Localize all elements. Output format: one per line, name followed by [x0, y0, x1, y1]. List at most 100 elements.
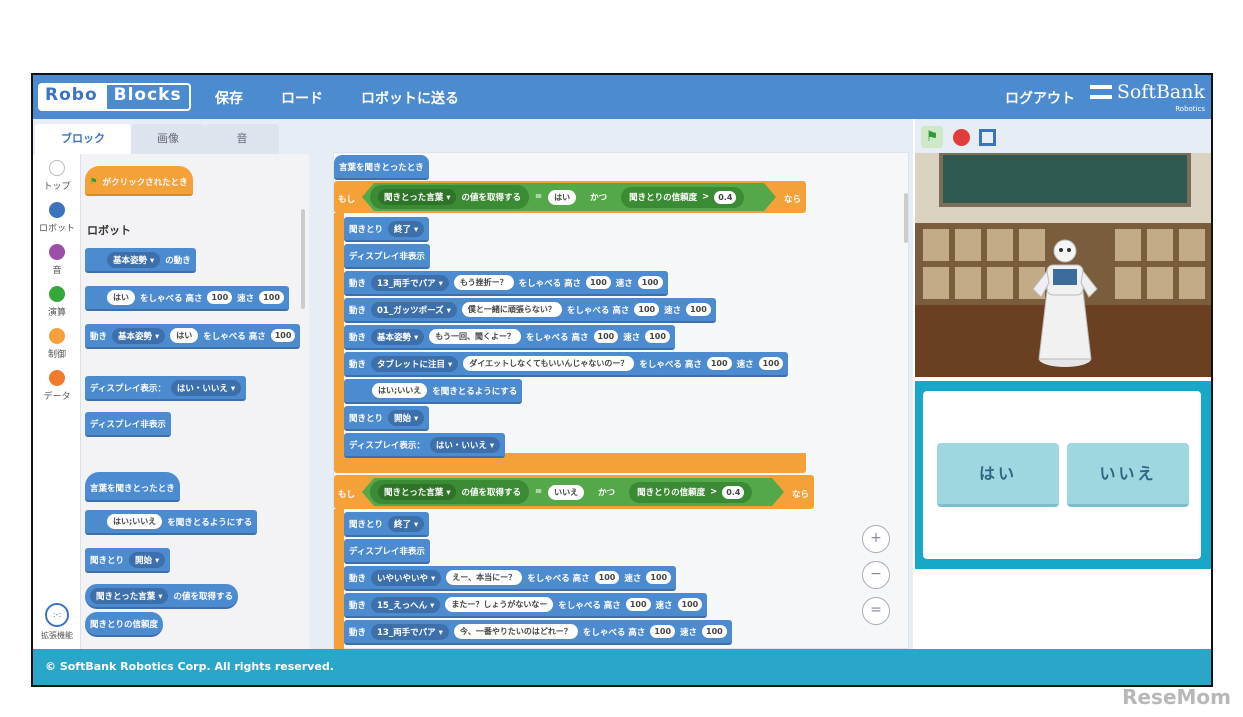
display-show-block-1[interactable]: ディスプレイ表示：はい・いいえ ▾ [344, 433, 506, 458]
yes-button[interactable]: はい [937, 443, 1059, 507]
listen-end-block-1[interactable]: 聞きとり終了 ▾ [344, 217, 430, 242]
listen-state-dropdown[interactable]: 開始 ▾ [129, 551, 166, 568]
display-hide-block-1[interactable]: ディスプレイ非表示 [344, 244, 430, 269]
green-flag-run-icon[interactable]: ⚑ [921, 126, 943, 148]
tab-blocks[interactable]: ブロック [35, 124, 131, 154]
fullscreen-icon[interactable] [979, 129, 996, 146]
run-controls: ⚑ [915, 119, 1211, 153]
display-show-block[interactable]: ディスプレイ表示： はい・いいえ ▾ [85, 376, 247, 401]
display-hide-block-2[interactable]: ディスプレイ非表示 [344, 539, 430, 564]
extensions-button[interactable]: :-: 拡張機能 [33, 603, 81, 641]
listen-end-block-2[interactable]: 聞きとり終了 ▾ [344, 512, 430, 537]
move-speak-block[interactable]: 動き 基本姿勢 ▾ はい をしゃべる 高さ 100 [85, 324, 301, 349]
robot-section-heading: ロボット [87, 224, 131, 237]
heard-dropdown[interactable]: 聞きとった言葉 ▾ [90, 587, 169, 604]
flag-clicked-block[interactable]: ⚑ がクリックされたとき [85, 166, 193, 196]
robot-stage [915, 153, 1211, 377]
then-label-1: なら [784, 195, 802, 205]
logo-robo: Robo [38, 83, 105, 111]
send-to-robot-menu[interactable]: ロボットに送る [361, 91, 459, 107]
script-workspace: もし 聞きとった言葉 ▾の値を取得する = はい かつ 聞きとりの信頼度>0.4… [333, 152, 909, 650]
zoom-in-button[interactable]: + [862, 525, 890, 553]
listen-start-block[interactable]: 聞きとり 開始 ▾ [85, 548, 171, 573]
display-option-dropdown[interactable]: はい・いいえ ▾ [170, 379, 242, 396]
category-top-dot-icon [49, 160, 65, 176]
zoom-reset-button[interactable]: = [862, 597, 890, 625]
category-data[interactable]: データ [33, 370, 81, 402]
pepper-robot-icon [1032, 239, 1098, 367]
robo-blocks-logo: Robo Blocks [38, 83, 191, 111]
robot-face-icon: :-: [45, 603, 69, 627]
no-button[interactable]: いいえ [1067, 443, 1189, 507]
listen-start-block-1[interactable]: 聞きとり開始 ▾ [344, 406, 430, 431]
save-menu[interactable]: 保存 [215, 91, 243, 107]
hear-words-hat-block[interactable]: 言葉を聞きとったとき [85, 472, 180, 502]
logout-link[interactable]: ログアウト [1005, 91, 1075, 107]
tablet-screen: はい いいえ [923, 391, 1201, 559]
move-speak-text-input[interactable]: はい [170, 328, 199, 343]
category-operators-dot-icon [49, 286, 65, 302]
top-bar: Robo Blocks 保存 ロード ロボットに送る ログアウト SoftBan… [33, 75, 1211, 119]
block-palette: ⚑ がクリックされたとき ロボット 基本姿勢 ▾ の動き はい をしゃべる 高さ… [81, 154, 309, 649]
palette-scrollbar[interactable] [301, 209, 305, 309]
listen-words-block-1[interactable]: はい;いいえを聞きとるようにする [344, 379, 523, 404]
move-pose-dropdown[interactable]: 基本姿勢 ▾ [112, 327, 166, 344]
pitch-input[interactable]: 100 [207, 291, 233, 304]
listen-words-block[interactable]: はい;いいえ を聞きとるようにする [85, 510, 258, 535]
confidence-compare-2: 聞きとりの信頼度>0.4 [629, 482, 752, 503]
classroom-scene [915, 153, 1211, 377]
heard-value-1: 聞きとった言葉 ▾の値を取得する [370, 185, 529, 209]
category-robot-dot-icon [49, 202, 65, 218]
app-window: Robo Blocks 保存 ロード ロボットに送る ログアウト SoftBan… [31, 73, 1213, 687]
category-control[interactable]: 制御 [33, 328, 81, 360]
footer-copyright: © SoftBank Robotics Corp. All rights res… [33, 649, 1211, 685]
speak-text-input[interactable]: はい [107, 290, 135, 305]
softbank-bars-icon [1089, 85, 1112, 99]
move-speak-4[interactable]: 動きタブレットに注目 ▾ ダイエットしなくてもいいんじゃないのー？をしゃべる 高… [344, 352, 789, 377]
tablet-panel: はい いいえ [915, 381, 1211, 569]
load-menu[interactable]: ロード [281, 91, 323, 107]
tab-images[interactable]: 画像 [131, 124, 205, 154]
if-block-1-arm [334, 213, 344, 453]
category-data-dot-icon [49, 370, 65, 386]
and-condition-2[interactable]: 聞きとった言葉 ▾の値を取得する = いいえ かつ 聞きとりの信頼度>0.4 [362, 478, 784, 506]
move-pitch-input[interactable]: 100 [270, 329, 296, 342]
brand-name: SoftBank [1116, 81, 1205, 103]
posture-block[interactable]: 基本姿勢 ▾ の動き [85, 248, 196, 273]
if-block-2-arm [334, 509, 344, 650]
heard-value-2: 聞きとった言葉 ▾の値を取得する [370, 480, 529, 504]
category-sound-dot-icon [49, 244, 65, 260]
listen-words-input[interactable]: はい;いいえ [107, 514, 163, 529]
if-label-1: もし [338, 195, 356, 205]
resemom-watermark: ReseMom [1122, 685, 1231, 709]
heard-value-block[interactable]: 聞きとった言葉 ▾ の値を取得する [85, 584, 238, 609]
stop-icon[interactable] [953, 129, 970, 146]
green-flag-icon: ⚑ [90, 177, 98, 187]
and-condition-1[interactable]: 聞きとった言葉 ▾の値を取得する = はい かつ 聞きとりの信頼度>0.4 [362, 183, 776, 211]
cond1-value-input[interactable]: はい [548, 190, 576, 205]
cond2-value-input[interactable]: いいえ [548, 485, 584, 500]
display-hide-block[interactable]: ディスプレイ非表示 [85, 412, 171, 437]
then-label-2: なら [792, 490, 810, 500]
category-sound[interactable]: 音 [33, 244, 81, 276]
workspace-scrollbar[interactable] [904, 193, 908, 243]
speed-input[interactable]: 100 [259, 291, 284, 304]
hear-words-hat[interactable]: 言葉を聞きとったとき [334, 155, 429, 180]
category-list: トップ ロボット 音 演算 制御 データ :- [33, 154, 81, 649]
tab-sounds[interactable]: 音 [205, 124, 279, 154]
logo-blocks: Blocks [104, 83, 191, 111]
category-control-dot-icon [49, 328, 65, 344]
category-robot[interactable]: ロボット [33, 202, 81, 234]
zoom-out-button[interactable]: − [862, 561, 890, 589]
category-operators[interactable]: 演算 [33, 286, 81, 318]
posture-dropdown[interactable]: 基本姿勢 ▾ [107, 251, 161, 268]
speak-block[interactable]: はい をしゃべる 高さ 100 速さ 100 [85, 286, 289, 311]
category-top[interactable]: トップ [33, 160, 81, 192]
confidence-block[interactable]: 聞きとりの信頼度 [85, 612, 164, 637]
